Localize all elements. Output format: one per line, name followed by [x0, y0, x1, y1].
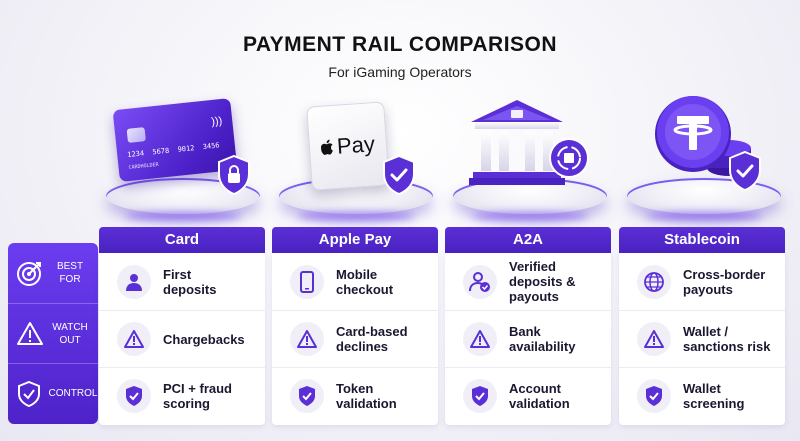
- cell-control: Token validation: [272, 367, 438, 424]
- row-label-control: CONTROL: [8, 363, 98, 423]
- apple-logo-icon: [320, 139, 333, 155]
- check-shield-icon: [729, 150, 761, 192]
- warning-icon: [117, 322, 151, 356]
- cell-watch-out: Card-based declines: [272, 310, 438, 367]
- applepay-illustration: Pay: [271, 92, 441, 222]
- phone-icon: [290, 264, 324, 299]
- column-apple-pay: Mobile checkout Card-based declines Toke…: [272, 253, 438, 425]
- cell-watch-out: Wallet / sanctions risk: [619, 310, 785, 367]
- row-label-line: BEST: [56, 261, 84, 272]
- card-holder: CARDHOLDER: [128, 161, 159, 171]
- warning-icon: [463, 322, 497, 356]
- cell-best-for: Verified deposits & payouts: [445, 253, 611, 310]
- shield-check-icon: [290, 379, 324, 413]
- cell-text: Card-based declines: [336, 324, 408, 354]
- row-label-best-for: BEST FOR: [8, 243, 98, 303]
- transfer-coin-icon: [549, 138, 589, 178]
- row-label-line: CONTROL: [48, 388, 98, 399]
- cell-watch-out: Bank availability: [445, 310, 611, 367]
- stablecoin-illustration: [619, 92, 789, 222]
- shield-check-icon: [463, 379, 497, 413]
- row-label-line: OUT: [59, 334, 81, 346]
- column-stablecoin: Cross-border payouts Wallet / sanctions …: [619, 253, 785, 425]
- cell-best-for: Mobile checkout: [272, 253, 438, 310]
- cell-text: Wallet / sanctions risk: [683, 324, 771, 354]
- card-number: 1234 5678 9012 3456: [126, 141, 220, 160]
- cell-watch-out: Chargebacks: [99, 310, 265, 367]
- column-header-apple-pay: Apple Pay: [272, 227, 438, 253]
- cell-text: PCI + fraud scoring: [163, 381, 232, 411]
- cell-text: First deposits: [163, 266, 217, 297]
- cell-best-for: First deposits: [99, 253, 265, 310]
- globe-icon: [637, 264, 671, 299]
- column-header-card: Card: [99, 227, 265, 253]
- cell-text: Chargebacks: [163, 331, 245, 347]
- cell-text: Account validation: [509, 381, 570, 411]
- cell-text: Verified deposits & payouts: [509, 259, 576, 304]
- verified-person-icon: [463, 264, 497, 299]
- a2a-illustration: [445, 92, 615, 222]
- shield-check-icon: [117, 379, 151, 413]
- cell-text: Bank availability: [509, 324, 576, 354]
- cell-control: Wallet screening: [619, 367, 785, 424]
- cell-control: Account validation: [445, 367, 611, 424]
- target-icon: [17, 262, 41, 286]
- cell-text: Wallet screening: [683, 381, 745, 411]
- cell-control: PCI + fraud scoring: [99, 367, 265, 424]
- row-labels: BEST FOR WATCH OUT CONTROL: [8, 243, 98, 424]
- shield-check-icon: [637, 379, 671, 413]
- applepay-text: Pay: [336, 131, 376, 159]
- warning-icon: [17, 321, 43, 345]
- cell-text: Token validation: [336, 381, 397, 411]
- cell-text: Mobile checkout: [336, 266, 394, 297]
- bank-icon: [469, 100, 565, 185]
- row-label-line: WATCH: [52, 321, 88, 333]
- column-header-a2a: A2A: [445, 227, 611, 253]
- column-card: First deposits Chargebacks PCI + fraud s…: [99, 253, 265, 425]
- page-subtitle: For iGaming Operators: [328, 64, 472, 80]
- warning-icon: [290, 322, 324, 356]
- page-title: PAYMENT RAIL COMPARISON: [242, 33, 558, 56]
- row-label-line: FOR: [59, 274, 81, 285]
- column-a2a: Verified deposits & payouts Bank availab…: [445, 253, 611, 425]
- row-label-watch-out: WATCH OUT: [8, 303, 98, 363]
- warning-icon: [637, 322, 671, 356]
- applepay-card: Pay: [306, 101, 390, 191]
- check-shield-icon: [383, 154, 415, 196]
- column-header-stablecoin: Stablecoin: [619, 227, 785, 253]
- person-icon: [117, 264, 151, 299]
- cell-best-for: Cross-border payouts: [619, 253, 785, 310]
- shield-check-icon: [18, 380, 40, 407]
- card-illustration: ))) 1234 5678 9012 3456 CARDHOLDER: [98, 92, 268, 222]
- cell-text: Cross-border payouts: [683, 266, 766, 297]
- lock-shield-icon: [218, 154, 250, 196]
